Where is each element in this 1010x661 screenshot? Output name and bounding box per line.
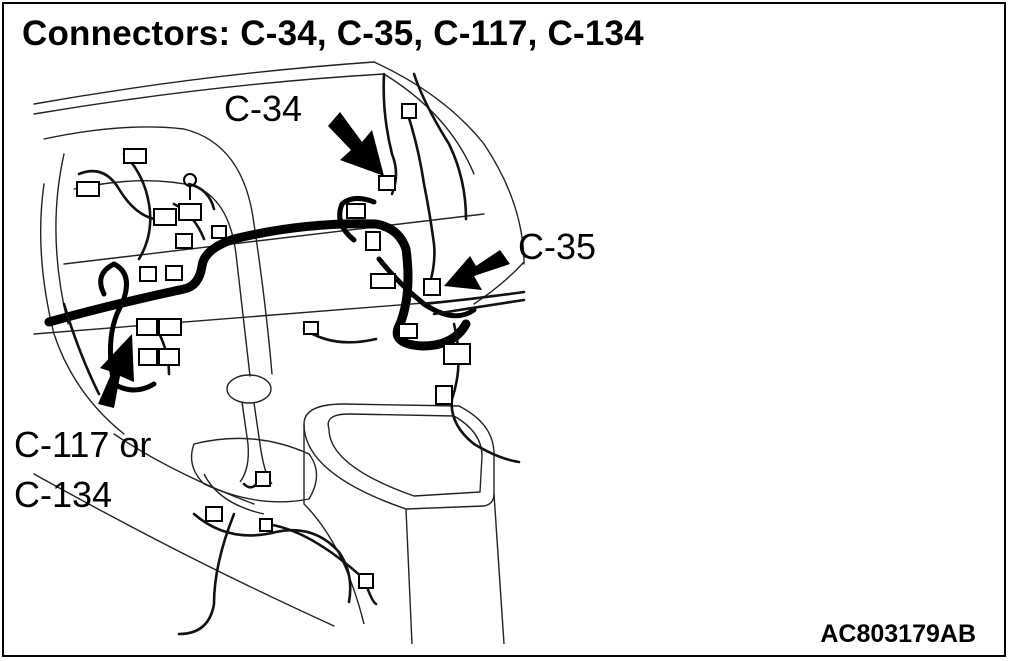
dashboard-harness-illustration [33, 61, 526, 645]
connector-blocks [76, 103, 471, 589]
gear-shifter [190, 374, 318, 515]
callout-c117-label: C-117 or [14, 424, 152, 465]
figure-code: AC803179AB [820, 620, 976, 648]
callout-c35-label: C-35 [518, 226, 597, 267]
callout-c134-label: C-134 [14, 474, 113, 515]
callout-c34-label: C-34 [224, 88, 303, 129]
arrow-to-c35 [444, 250, 510, 290]
dashboard-outline [33, 61, 525, 627]
pointer-arrows [98, 112, 510, 408]
arrow-to-c117 [98, 334, 134, 408]
ground-terminal-icon [183, 173, 197, 200]
arrow-to-c34 [328, 112, 384, 176]
center-console [303, 403, 505, 645]
page-title: Connectors: C-34, C-35, C-117, C-134 [22, 14, 644, 53]
